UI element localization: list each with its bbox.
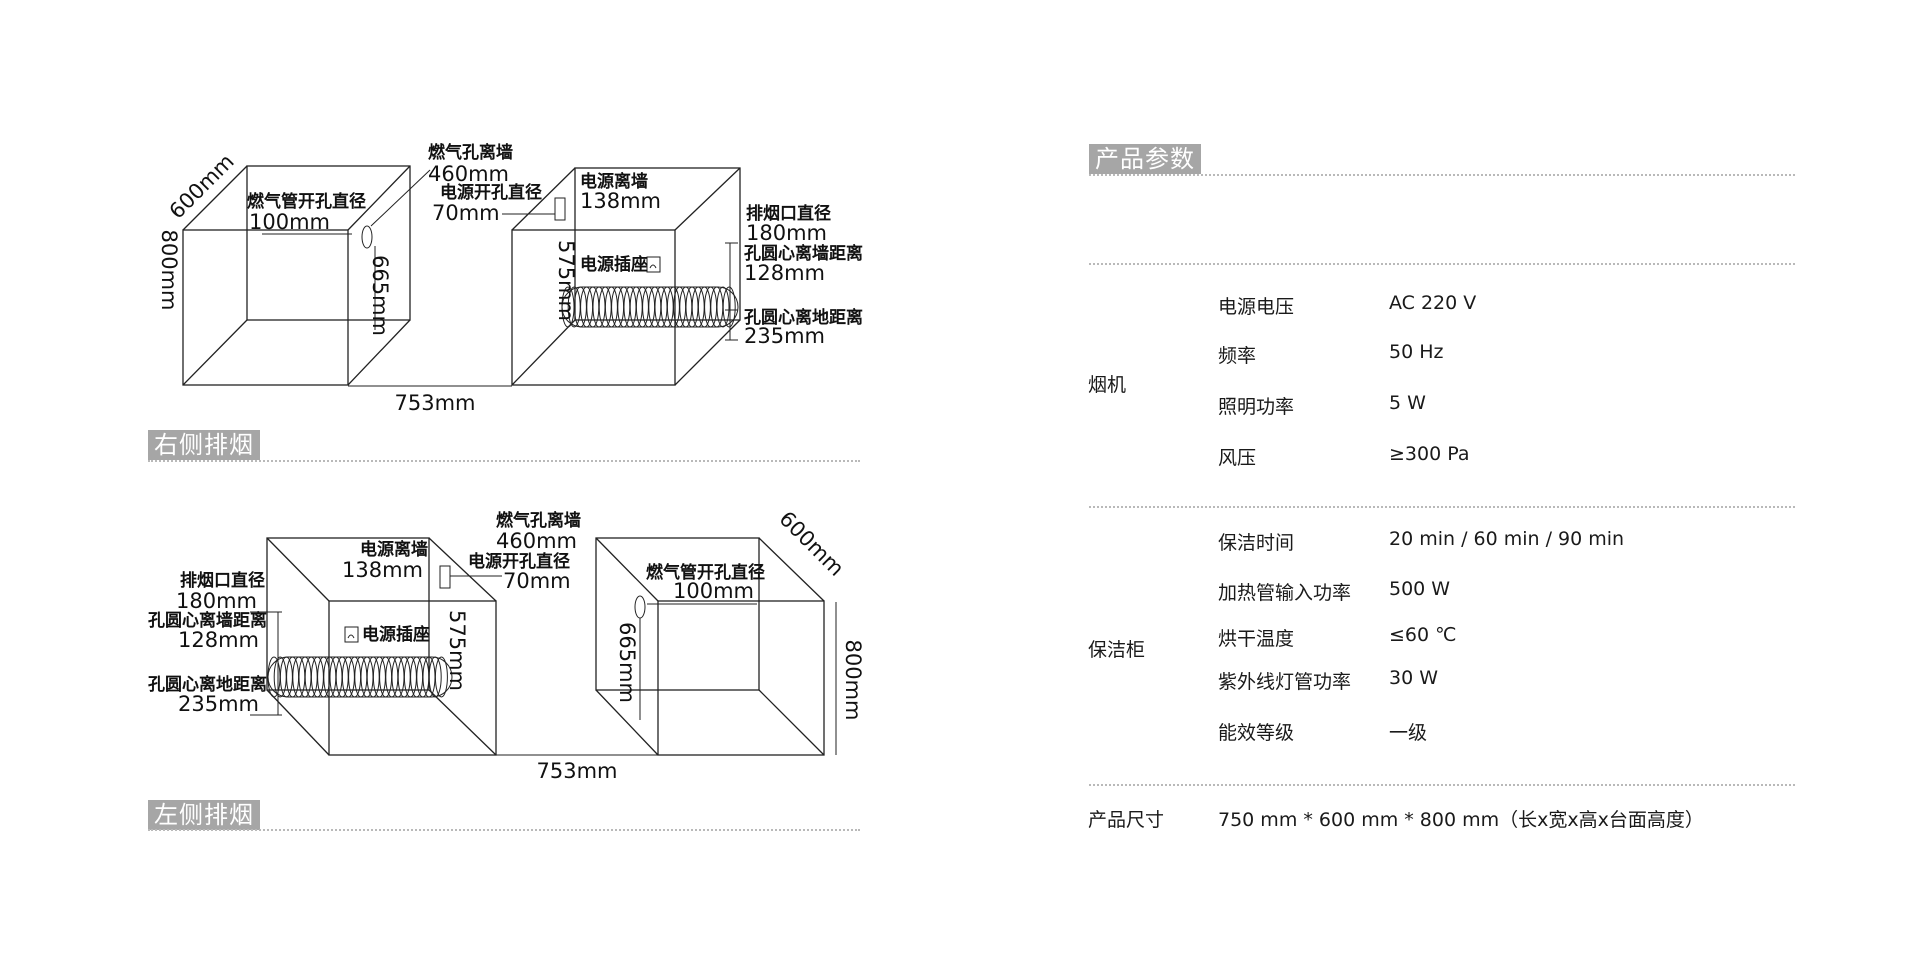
coil-ring — [722, 286, 736, 328]
hole-floor-label: 孔圆心离地距离 — [744, 307, 863, 328]
power-hole-value: 70mm — [503, 569, 571, 593]
right-exhaust-diagram: 600mm 800mm 燃气管开孔直径 100mm 665mm 燃气孔离墙 46… — [157, 142, 863, 415]
socket-label: 电源插座 — [362, 624, 430, 645]
divider — [1089, 784, 1795, 786]
power-hole-value: 70mm — [432, 201, 500, 225]
hole-floor-label: 孔圆心离地距离 — [148, 674, 267, 695]
power-wall-value: 138mm — [342, 558, 423, 582]
divider — [148, 829, 860, 831]
depth-label: 600mm — [774, 507, 848, 581]
hole-wall-value: 128mm — [178, 628, 259, 652]
exhaust-diameter-value: 180mm — [176, 589, 257, 613]
height-label: 800mm — [841, 640, 865, 721]
hole-wall-label: 孔圆心离墙距离 — [744, 243, 863, 264]
param-value: 500 W — [1389, 578, 1451, 600]
exhaust-diameter-label: 排烟口直径 — [180, 570, 265, 591]
param-value: ≤60 ℃ — [1389, 624, 1457, 646]
size-label: 产品尺寸 — [1088, 809, 1165, 831]
exhaust-coil-top — [561, 286, 739, 328]
socket-label: 电源插座 — [580, 254, 648, 275]
gas-hole-floor-value: 665mm — [368, 255, 392, 336]
param-name: 能效等级 — [1218, 722, 1295, 744]
socket-height-value: 575mm — [554, 240, 578, 321]
param-name: 紫外线灯管功率 — [1218, 671, 1352, 693]
param-name: 烘干温度 — [1218, 628, 1295, 650]
gas-hole-wall-value: 460mm — [496, 529, 577, 553]
param-name: 风压 — [1218, 447, 1257, 469]
hole-floor-value: 235mm — [178, 692, 259, 716]
param-value: 30 W — [1389, 667, 1439, 689]
coil-ring — [716, 286, 730, 328]
power-wall-value: 138mm — [580, 189, 661, 213]
cabinet-box-top-left — [182, 165, 431, 386]
gas-hole-floor-value: 665mm — [615, 622, 639, 703]
divider — [1089, 506, 1795, 508]
exhaust-diameter-value: 180mm — [746, 221, 827, 245]
hood-category: 烟机 — [1088, 374, 1127, 396]
coil-ring — [434, 656, 448, 698]
hole-wall-value: 128mm — [744, 261, 825, 285]
param-name: 照明功率 — [1218, 396, 1295, 418]
width-label: 753mm — [537, 759, 618, 783]
power-hole-label: 电源开孔直径 — [440, 182, 542, 203]
cabinet-box-bottom-right — [595, 537, 837, 756]
param-value: 50 Hz — [1389, 341, 1444, 363]
param-name: 保洁时间 — [1218, 532, 1295, 554]
coil-ring — [428, 656, 442, 698]
hole-floor-value: 235mm — [744, 324, 825, 348]
width-label: 753mm — [395, 391, 476, 415]
param-value: ≥300 Pa — [1389, 443, 1470, 465]
gas-hole-diameter-value: 100mm — [249, 210, 330, 234]
socket-height-value: 575mm — [445, 610, 469, 691]
cabinet-category: 保洁柜 — [1088, 639, 1146, 661]
exhaust-diameter-label: 排烟口直径 — [746, 203, 831, 224]
divider — [148, 460, 860, 462]
gas-hole-wall-value: 460mm — [428, 162, 509, 186]
param-name: 加热管输入功率 — [1218, 582, 1352, 604]
param-value: 20 min / 60 min / 90 min — [1389, 528, 1625, 550]
param-name: 频率 — [1218, 345, 1257, 367]
depth-label: 600mm — [165, 149, 239, 223]
power-hole-label: 电源开孔直径 — [468, 551, 570, 572]
param-value: 5 W — [1389, 392, 1426, 414]
hood-box-bottom-left — [250, 537, 497, 756]
power-wall-label: 电源离墙 — [360, 539, 428, 560]
param-value: AC 220 V — [1389, 292, 1477, 314]
exhaust-coil-bottom — [267, 656, 453, 698]
hole-wall-label: 孔圆心离墙距离 — [148, 610, 267, 631]
param-value: 一级 — [1389, 722, 1428, 744]
gas-hole-wall-label: 燃气孔离墙 — [496, 510, 581, 531]
divider — [1089, 174, 1795, 176]
gas-hole-diameter-value: 100mm — [673, 579, 754, 603]
param-name: 电源电压 — [1218, 296, 1295, 318]
divider — [1089, 263, 1795, 265]
section-title-right-exhaust: 右侧排烟 — [148, 430, 260, 460]
gas-hole-diameter-label: 燃气管开孔直径 — [646, 562, 765, 583]
params-title: 产品参数 — [1089, 144, 1201, 174]
size-value: 750 mm * 600 mm * 800 mm（长x宽x高x台面高度） — [1218, 809, 1704, 831]
height-label: 800mm — [157, 230, 181, 311]
hood-box-top-right — [511, 167, 741, 386]
gas-hole-wall-label: 燃气孔离墙 — [428, 142, 513, 163]
left-exhaust-diagram: 排烟口直径 180mm 孔圆心离墙距离 128mm 孔圆心离地距离 235mm … — [148, 507, 865, 783]
gas-hole-diameter-label: 燃气管开孔直径 — [247, 191, 366, 212]
section-title-left-exhaust: 左侧排烟 — [148, 800, 260, 830]
power-wall-label: 电源离墙 — [580, 171, 648, 192]
